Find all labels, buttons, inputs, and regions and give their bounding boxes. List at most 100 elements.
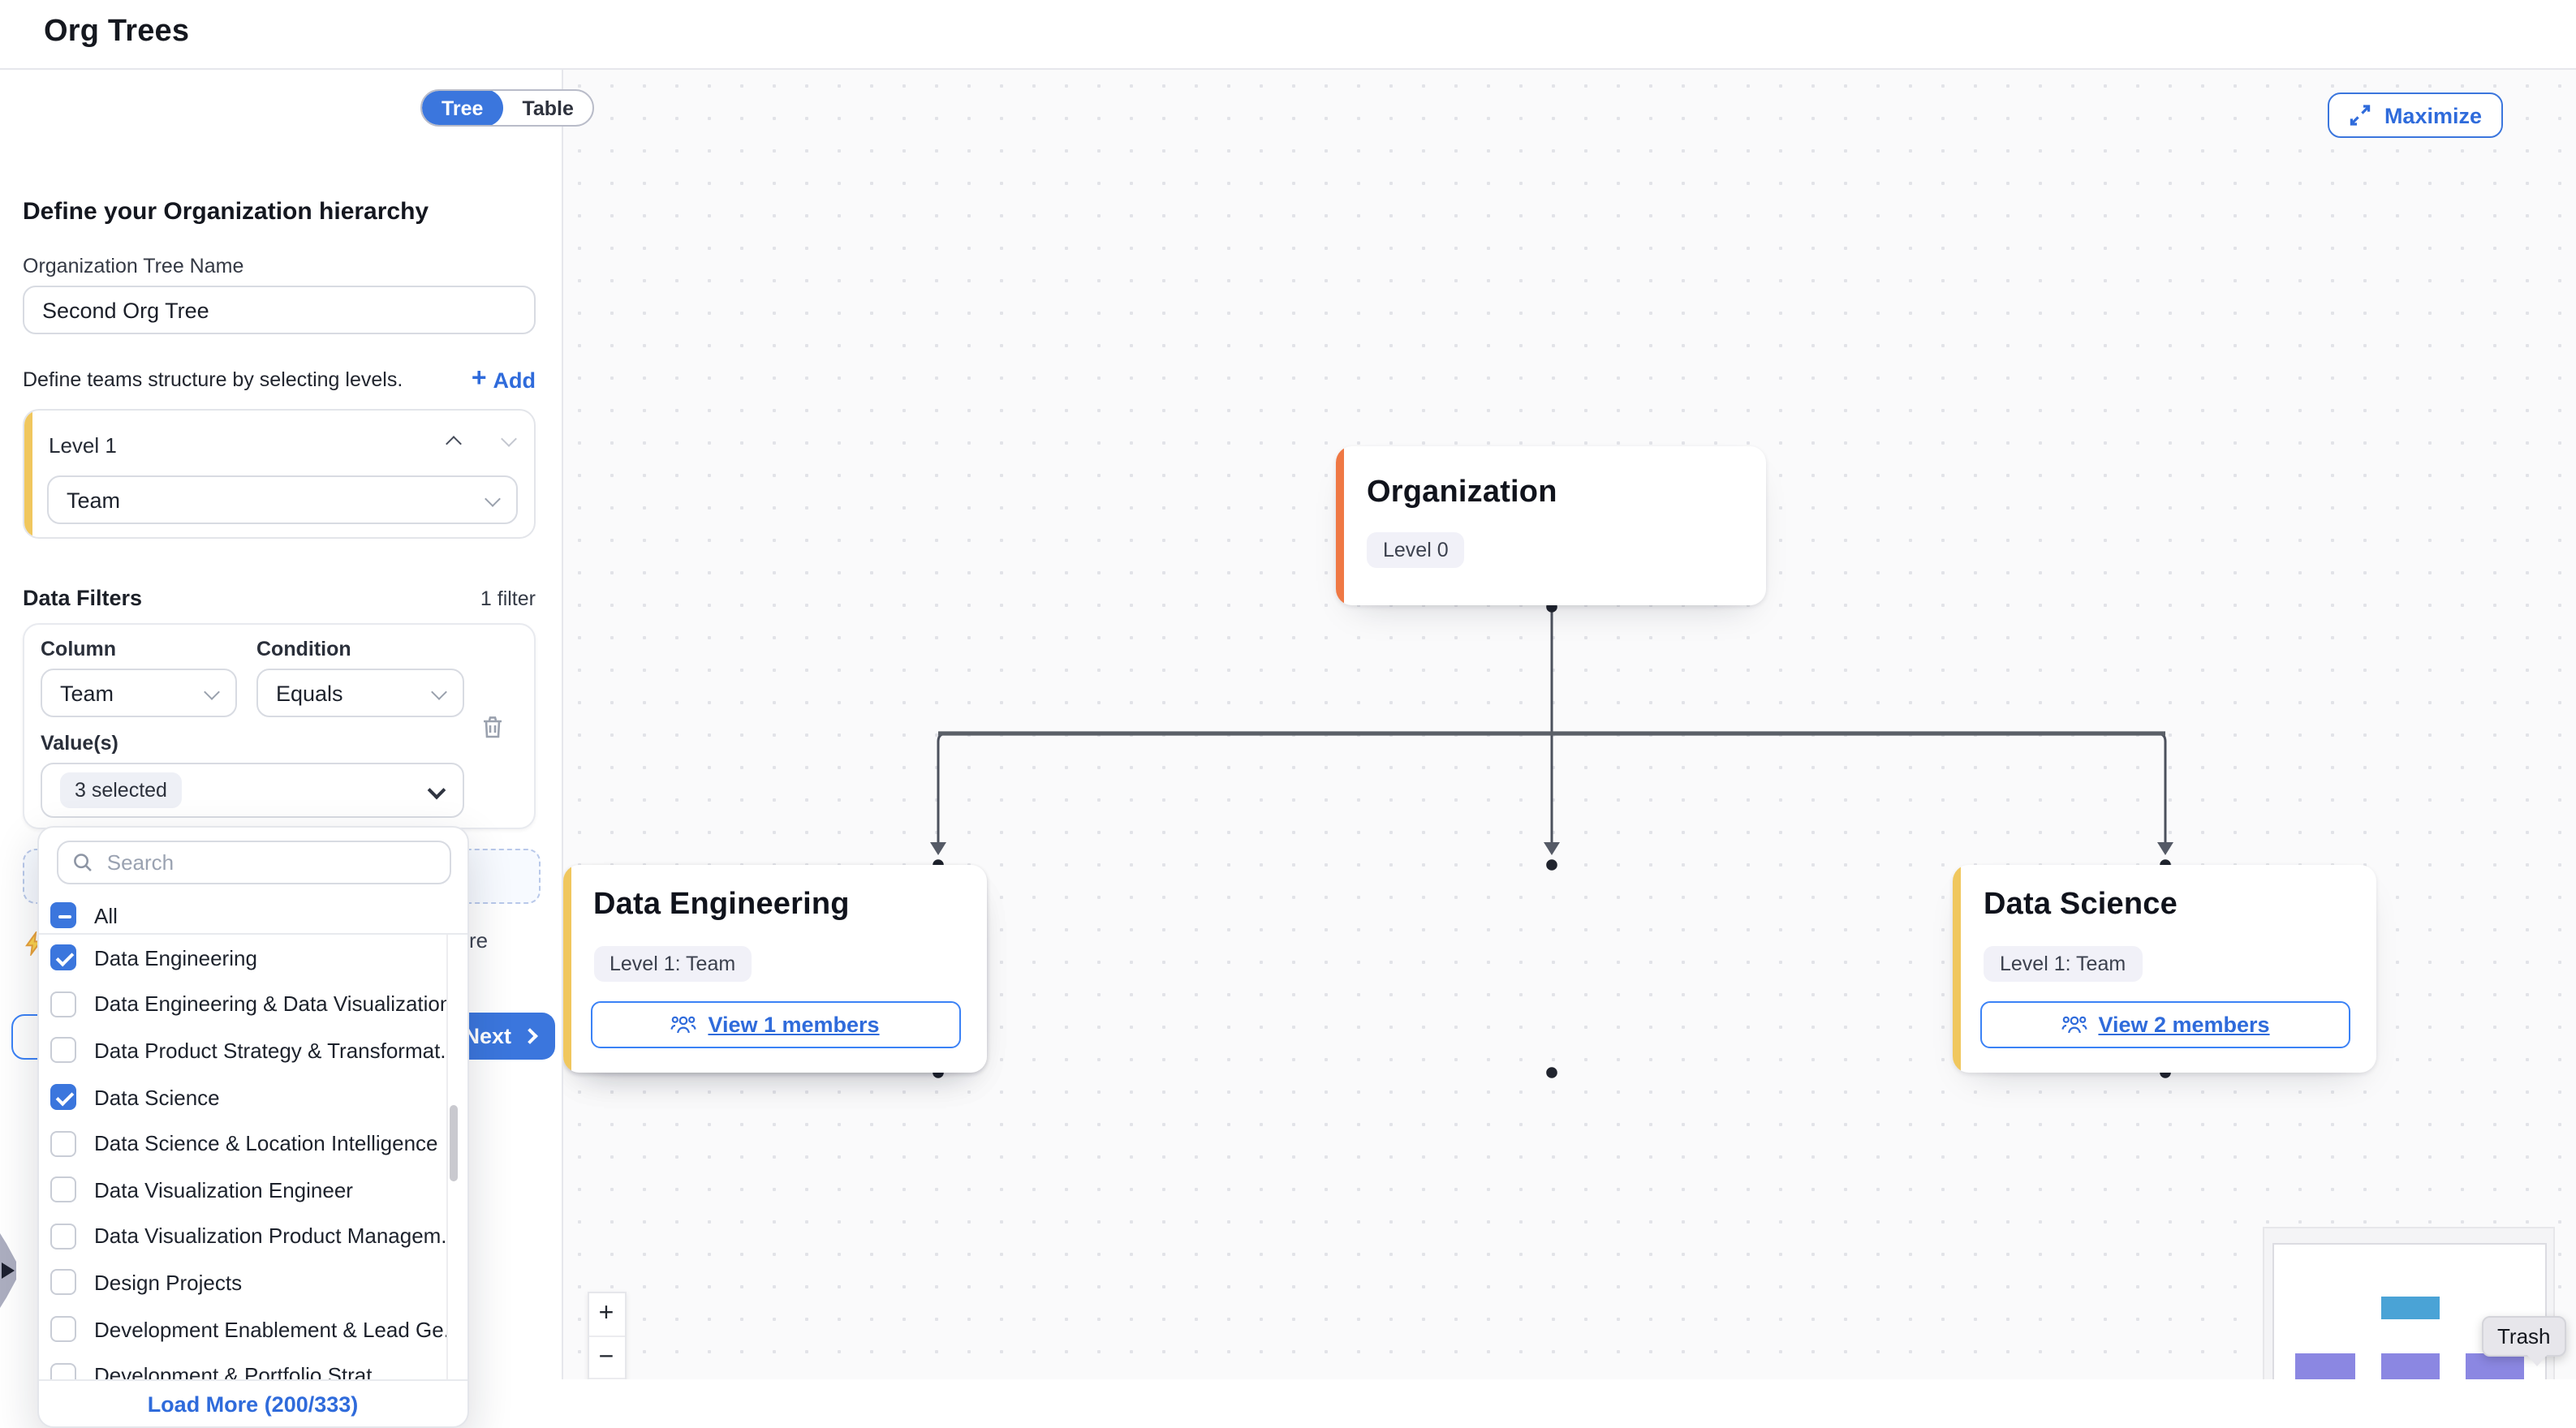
- dropdown-search-input[interactable]: [103, 849, 435, 876]
- minimap-root-node: [2381, 1297, 2440, 1318]
- minimap[interactable]: [2263, 1227, 2555, 1379]
- dropdown-option[interactable]: Data Visualization Engineer: [39, 1167, 446, 1213]
- chevron-down-icon: [485, 491, 501, 507]
- option-checkbox[interactable]: [50, 1130, 76, 1157]
- dropdown-option-list[interactable]: Data Engineering Data Engineering & Data…: [39, 935, 448, 1383]
- team-members-icon: [2061, 1016, 2087, 1034]
- hierarchy-sidebar: Tree Table Define your Organization hier…: [0, 70, 595, 1428]
- option-label: Design Projects: [94, 1270, 243, 1295]
- dropdown-option[interactable]: Data Science & Location Intelligence: [39, 1120, 446, 1167]
- trash-tooltip: Trash: [2481, 1316, 2567, 1366]
- levels-hint-row: Define teams structure by selecting leve…: [23, 366, 536, 393]
- sidebar-heading: Define your Organization hierarchy: [23, 198, 429, 226]
- move-level-up-icon[interactable]: [446, 436, 462, 452]
- node-title: Data Engineering: [593, 888, 850, 922]
- dropdown-option[interactable]: Development & Portfolio Strat...: [39, 1353, 446, 1383]
- maximize-label: Maximize: [2384, 103, 2482, 127]
- toggle-table[interactable]: Table: [522, 97, 574, 119]
- dropdown-option[interactable]: Data Visualization Product Managem...: [39, 1213, 446, 1259]
- tree-name-input[interactable]: [23, 286, 536, 334]
- column-label: Column: [41, 638, 117, 660]
- chevron-down-icon: [204, 684, 220, 700]
- select-all-row[interactable]: All: [39, 897, 467, 933]
- option-checkbox[interactable]: [50, 1223, 76, 1250]
- select-all-checkbox-indeterminate-icon[interactable]: [50, 902, 76, 928]
- column-value: Team: [60, 681, 114, 705]
- org-node-child[interactable]: Data Science Level 1: Team View 2 member…: [1953, 865, 2376, 1073]
- option-checkbox[interactable]: [50, 991, 76, 1017]
- option-label: Development Enablement & Lead Ge...: [94, 1317, 448, 1342]
- level-type-select[interactable]: Team: [47, 475, 518, 524]
- delete-filter-icon[interactable]: [480, 714, 505, 740]
- dropdown-option[interactable]: Data Engineering: [39, 935, 446, 981]
- option-label: Data Engineering & Data Visualization: [94, 991, 448, 1017]
- minimap-child-node: [2295, 1353, 2355, 1379]
- org-node-root[interactable]: Organization Level 0: [1336, 446, 1766, 605]
- level-card: Level 1 Team: [23, 409, 536, 539]
- play-icon: [2, 1262, 15, 1279]
- page-title: Org Trees: [44, 15, 190, 49]
- fit-view-button[interactable]: [588, 1378, 624, 1379]
- node-title: Organization: [1367, 475, 1557, 510]
- selected-count-chip: 3 selected: [60, 772, 182, 808]
- move-level-down-icon[interactable]: [501, 431, 517, 447]
- option-label: Data Product Strategy & Transformat...: [94, 1038, 448, 1063]
- node-level-badge: Level 0: [1367, 532, 1465, 568]
- maximize-button[interactable]: Maximize: [2327, 92, 2503, 138]
- minimap-child-node: [2466, 1353, 2524, 1379]
- org-tree-canvas[interactable]: Maximize Organization Level 0 Data Scien…: [562, 70, 2576, 1379]
- chevron-down-icon: [431, 684, 447, 700]
- dropdown-option[interactable]: Data Engineering & Data Visualization: [39, 981, 446, 1027]
- dropdown-option[interactable]: Data Product Strategy & Transformat...: [39, 1027, 446, 1073]
- dropdown-footer: Load More (200/333): [39, 1379, 467, 1426]
- filter-card: Column Condition Team Equals Value(s) 3 …: [23, 623, 536, 829]
- next-label: Next: [463, 1024, 511, 1048]
- zoom-out-button[interactable]: −: [588, 1336, 624, 1378]
- view-toggle[interactable]: Tree Table: [420, 89, 595, 127]
- org-trees-screen: Org Trees Tree Table Define your Organiz…: [0, 0, 2576, 1379]
- condition-value: Equals: [276, 681, 343, 705]
- dropdown-scrollbar-thumb[interactable]: [449, 1105, 457, 1181]
- values-dropdown-panel: All Data Engineering Data Engineering & …: [37, 826, 468, 1428]
- option-label: Development & Portfolio Strat...: [94, 1363, 390, 1383]
- select-all-label: All: [94, 903, 118, 927]
- truncated-caption-text: re: [469, 928, 489, 953]
- minimap-child-node: [2381, 1353, 2440, 1379]
- org-node-child[interactable]: Data Engineering Level 1: Team View 1 me…: [562, 865, 986, 1073]
- app-header: Org Trees: [0, 0, 2576, 70]
- dropdown-option[interactable]: Data Science: [39, 1074, 446, 1120]
- view-members-button[interactable]: View 2 members: [1980, 1001, 2350, 1048]
- values-multiselect[interactable]: 3 selected: [41, 763, 464, 818]
- dropdown-search[interactable]: [57, 841, 451, 884]
- option-label: Data Science: [94, 1085, 220, 1110]
- values-label: Value(s): [41, 732, 118, 755]
- search-icon: [74, 854, 92, 871]
- option-checkbox[interactable]: [50, 1316, 76, 1343]
- team-members-icon: [670, 1016, 697, 1034]
- dropdown-option[interactable]: Development Enablement & Lead Ge...: [39, 1306, 446, 1353]
- data-filters-row: Data Filters 1 filter: [23, 586, 536, 610]
- add-level-button[interactable]: + Add: [472, 366, 536, 393]
- zoom-controls: + −: [587, 1292, 626, 1379]
- maximize-icon: [2350, 105, 2371, 126]
- option-label: Data Visualization Product Managem...: [94, 1224, 448, 1249]
- column-select[interactable]: Team: [41, 669, 237, 717]
- dropdown-option[interactable]: Design Projects: [39, 1259, 446, 1305]
- chevron-down-icon: [427, 781, 446, 800]
- view-members-button[interactable]: View 1 members: [590, 1001, 960, 1048]
- option-label: Data Science & Location Intelligence: [94, 1131, 438, 1156]
- node-level-badge: Level 1: Team: [1984, 946, 2143, 982]
- minimap-viewport: [2272, 1243, 2547, 1379]
- option-checkbox[interactable]: [50, 1037, 76, 1064]
- option-checkbox[interactable]: [50, 1269, 76, 1296]
- zoom-in-button[interactable]: +: [588, 1293, 624, 1336]
- level-title: Level 1: [49, 433, 117, 458]
- option-checkbox[interactable]: [50, 944, 76, 971]
- option-checkbox[interactable]: [50, 1176, 76, 1203]
- option-checkbox[interactable]: [50, 1084, 76, 1111]
- filter-count: 1 filter: [480, 587, 536, 609]
- toggle-tree[interactable]: Tree: [422, 91, 503, 125]
- load-more-link[interactable]: Load More (200/333): [147, 1391, 359, 1416]
- option-label: Data Visualization Engineer: [94, 1177, 353, 1202]
- condition-select[interactable]: Equals: [256, 669, 464, 717]
